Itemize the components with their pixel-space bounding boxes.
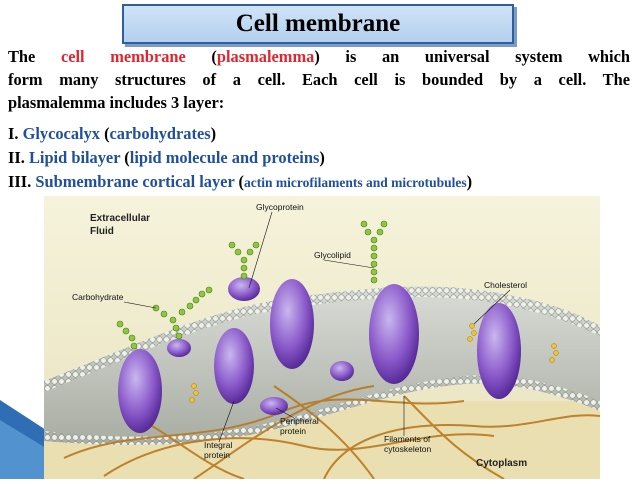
layer-item: III. Submembrane cortical layer (actin m… [8,170,472,195]
paren: ( [120,148,130,167]
layer-list: I. Glycocalyx (carbohydrates) II. Lipid … [8,122,472,195]
intro-line-1: The cell membrane (plasmalemma) is an un… [8,45,630,68]
label-carbohydrate: Carbohydrate [72,292,124,302]
intro-line-3: plasmalemma includes 3 layer: [8,93,225,112]
intro-text: The [8,47,61,66]
membrane-diagram: Extracellular Fluid Glycoprotein Glycoli… [44,196,601,480]
label-peripheral-2: protein [280,426,306,436]
label-integral-2: protein [204,450,230,460]
paren: ) [466,172,473,191]
label-filaments-1: Filaments of [384,434,431,444]
layer-number: II. [8,148,29,167]
intro-line-2: form many structures of a cell. Each cel… [8,70,630,89]
label-peripheral-1: Peripheral [280,416,319,426]
term-cell-membrane: cell membrane [60,47,186,66]
label-cytoplasm: Cytoplasm [476,458,527,469]
intro-paragraph: The cell membrane (plasmalemma) is an un… [8,45,630,114]
slide-title-box: Cell membrane [122,4,514,44]
paren: ( [99,124,110,143]
layer-detail: actin microfilaments and microtubules [244,175,467,190]
label-filaments-2: cytoskeleton [384,444,432,454]
intro-text: ) is an universal system which [314,47,630,66]
label-fluid: Fluid [90,226,114,237]
layer-item: I. Glycocalyx (carbohydrates) [8,122,472,146]
layer-number: I. [8,124,23,143]
layer-number: III. [8,172,36,191]
slide-corner-accent [0,400,46,479]
slide-title: Cell membrane [235,10,401,37]
label-glycolipid: Glycolipid [314,250,351,260]
layer-item: II. Lipid bilayer (lipid molecule and pr… [8,146,472,170]
term-plasmalemma: plasmalemma [216,47,315,66]
label-glycoprotein: Glycoprotein [256,202,304,212]
paren: ) [319,148,325,167]
label-integral-1: Integral [204,440,232,450]
layer-detail: carbohydrates [109,124,211,143]
layer-name: Submembrane cortical layer [35,172,235,191]
layer-detail: lipid molecule and proteins [129,148,320,167]
layer-name: Lipid bilayer [28,148,121,167]
label-extracellular: Extracellular [90,213,150,224]
layer-name: Glycocalyx [22,124,100,143]
label-cholesterol: Cholesterol [484,280,527,290]
membrane-illustration: Extracellular Fluid Glycoprotein Glycoli… [44,196,601,480]
paren: ) [210,124,217,143]
paren: ( [234,172,244,191]
intro-text: ( [185,47,217,66]
